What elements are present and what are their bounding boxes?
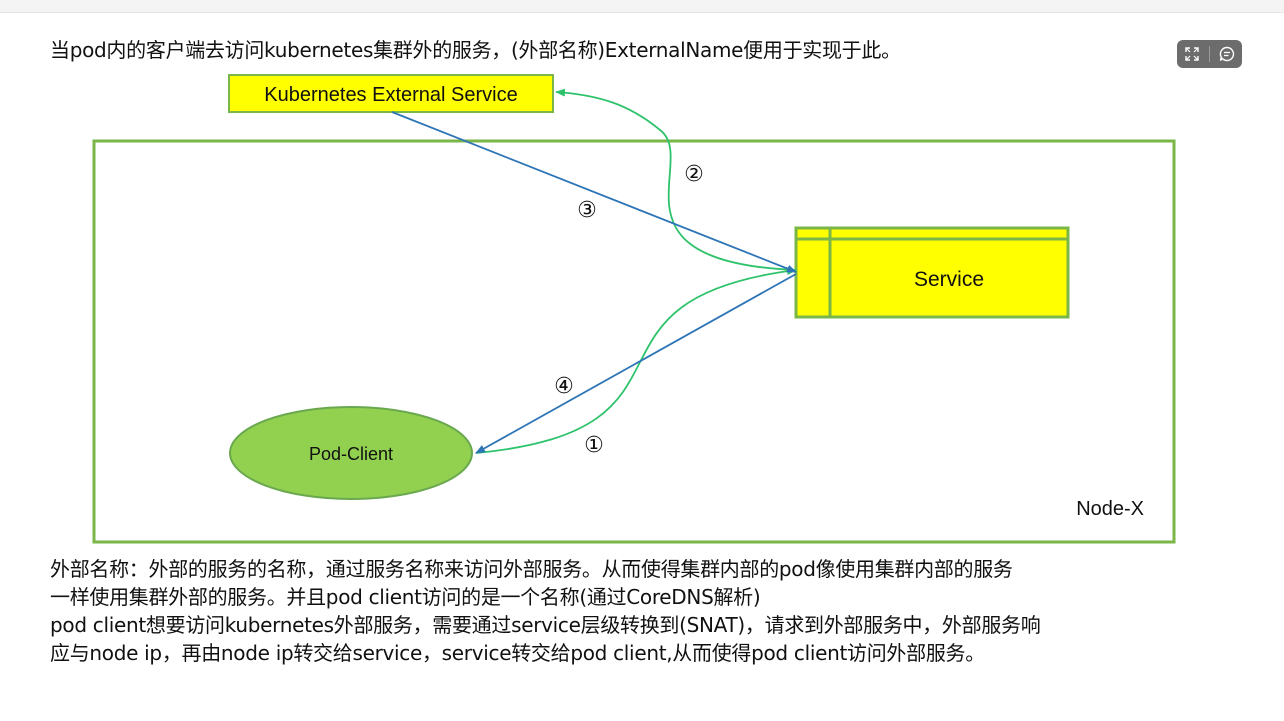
comment-button[interactable] [1215,42,1239,66]
external-service-label: Kubernetes External Service [264,84,517,106]
toolbar-separator [1208,46,1210,62]
step-1-label: ① [584,433,604,458]
arrow-step-4 [475,273,797,454]
comment-icon [1220,46,1235,62]
step-4-label: ④ [554,374,574,399]
pod-client-ellipse [229,406,473,500]
service-label: Service [914,268,984,291]
image-toolbar [1177,40,1242,68]
node-label: Node-X [1076,498,1144,520]
explanation-line-2: 一样使用集群外部的服务。并且pod client访问的是一个名称(通过CoreD… [50,585,761,609]
arrow-step-2 [555,88,797,271]
explanation-line-3: pod client想要访问kubernetes外部服务，需要通过service… [50,613,1041,637]
step-3-label: ③ [577,198,597,223]
pod-client-label: Pod-Client [309,444,393,464]
node-boundary [92,139,1176,544]
step-2-label: ② [684,162,704,187]
external-service-box [228,74,554,113]
arrow-step-1 [475,267,797,454]
top-bar [0,0,1284,13]
page-heading: 当pod内的客户端去访问kubernetes集群外的服务，(外部名称)Exter… [50,38,901,62]
expand-button[interactable] [1180,42,1204,66]
arrow-step-3 [391,111,797,273]
explanation-text: 外部名称：外部的服务的名称，通过服务名称来访问外部服务。从而使得集群内部的pod… [50,555,1240,667]
explanation-line-1: 外部名称：外部的服务的名称，通过服务名称来访问外部服务。从而使得集群内部的pod… [50,557,1013,581]
explanation-line-4: 应与node ip，再由node ip转交给service，service转交给… [50,641,985,665]
expand-icon [1184,47,1199,61]
